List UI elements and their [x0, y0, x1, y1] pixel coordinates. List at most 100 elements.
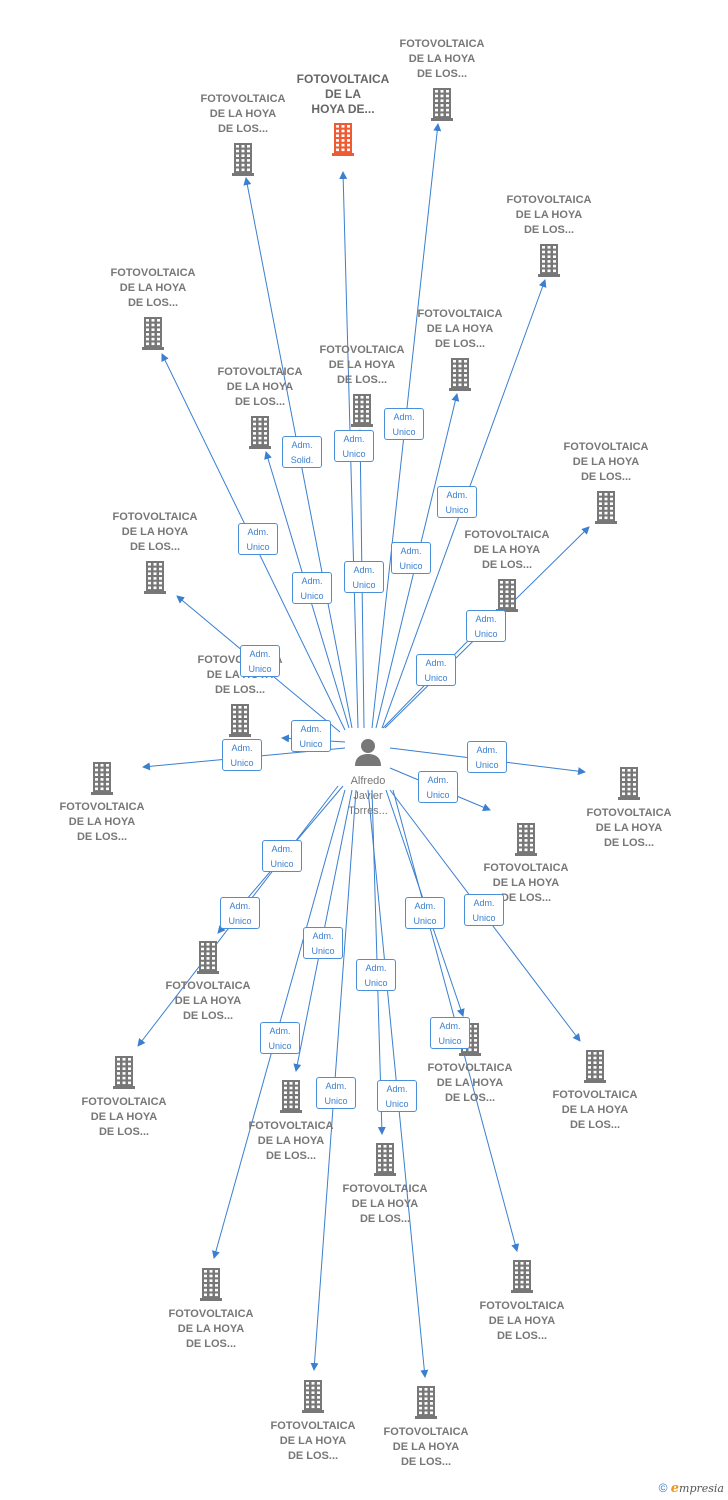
role-badge[interactable]: Adm.Unico	[240, 645, 280, 677]
building-icon[interactable]	[595, 490, 617, 529]
building-icon[interactable]	[249, 415, 271, 454]
role-badge[interactable]: Adm.Unico	[430, 1017, 470, 1049]
role-badge-line: Unico	[445, 505, 469, 515]
company-label-line: DE LOS...	[265, 1150, 317, 1162]
building-icon[interactable]	[415, 1385, 437, 1424]
role-badge[interactable]: Adm.Unico	[437, 486, 477, 518]
role-badge-line: Adm.	[475, 614, 497, 624]
role-badge[interactable]: Adm.Unico	[356, 959, 396, 991]
role-badge[interactable]: Adm.Unico	[344, 561, 384, 593]
role-badge[interactable]: Adm.Unico	[238, 523, 278, 555]
role-badge[interactable]: Adm.Unico	[466, 610, 506, 642]
role-badge[interactable]: Adm.Unico	[291, 720, 331, 752]
role-badge[interactable]: Adm.Unico	[416, 654, 456, 686]
role-badge-line: Unico	[246, 542, 270, 552]
company-label-line: DE LOS...	[523, 224, 575, 236]
company-label-line: DE LA HOYA	[492, 877, 560, 889]
role-badge-line: Solid.	[290, 455, 314, 465]
building-icon[interactable]	[113, 1055, 135, 1094]
building-icon[interactable]	[200, 1267, 222, 1306]
company-label-line: DE LA HOYA	[177, 1323, 245, 1335]
building-icon[interactable]	[374, 1142, 396, 1181]
role-badge[interactable]: Adm.Unico	[418, 771, 458, 803]
building-icon[interactable]	[511, 1259, 533, 1298]
company-label-line: DE LOS...	[98, 1126, 150, 1138]
building-icon[interactable]	[302, 1379, 324, 1418]
company-label-line: FOTOVOLTAICA	[296, 72, 390, 86]
building-icon[interactable]	[584, 1049, 606, 1088]
company-label-line: DE LOS...	[336, 374, 388, 386]
role-badge[interactable]: Adm.Unico	[334, 430, 374, 462]
building-icon[interactable]	[232, 142, 254, 181]
role-badge[interactable]: Adm.Unico	[464, 894, 504, 926]
company-label-line: DE LOS...	[434, 338, 486, 350]
building-icon[interactable]	[144, 560, 166, 599]
role-badge[interactable]: Adm.Unico	[303, 927, 343, 959]
role-badge-line: Adm.	[343, 434, 365, 444]
role-badge[interactable]: Adm.Unico	[220, 897, 260, 929]
building-icon[interactable]	[351, 393, 373, 432]
building-icon[interactable]	[229, 703, 251, 742]
company-label-line: DE LA HOYA	[121, 526, 189, 538]
brand-logo[interactable]: empresia	[671, 1481, 724, 1496]
role-badge[interactable]: Adm.Unico	[292, 572, 332, 604]
role-badge[interactable]: Adm.Unico	[262, 840, 302, 872]
role-badge-line: Adm.	[325, 1081, 347, 1091]
role-badge[interactable]: Adm.Unico	[222, 739, 262, 771]
role-badge-line: Adm.	[476, 745, 498, 755]
building-icon[interactable]	[142, 316, 164, 355]
building-icon[interactable]	[538, 243, 560, 282]
building-icon[interactable]	[431, 87, 453, 126]
building-icon[interactable]	[618, 766, 640, 805]
person-name[interactable]: Alfredo Javier Torres...	[328, 774, 408, 819]
company-label-line: DE LA HOYA	[572, 456, 640, 468]
company-label-line: FOTOVOLTAICA	[427, 1062, 513, 1074]
building-icon[interactable]	[332, 122, 354, 161]
role-badge-line: Unico	[300, 591, 324, 601]
building-icon[interactable]	[496, 578, 518, 617]
role-badge[interactable]: Adm.Unico	[316, 1077, 356, 1109]
role-badge[interactable]: Adm.Unico	[467, 741, 507, 773]
building-icon[interactable]	[280, 1079, 302, 1118]
role-badge[interactable]: Adm.Unico	[384, 408, 424, 440]
role-badge-line: Unico	[311, 946, 335, 956]
building-icon[interactable]	[91, 761, 113, 800]
role-badge[interactable]: Adm.Solid.	[282, 436, 322, 468]
role-badge[interactable]: Adm.Unico	[405, 897, 445, 929]
building-icon[interactable]	[449, 357, 471, 396]
person-icon[interactable]	[352, 736, 384, 773]
role-badge[interactable]: Adm.Unico	[377, 1080, 417, 1112]
company-label-line: DE LOS...	[444, 1092, 496, 1104]
role-badge[interactable]: Adm.Unico	[391, 542, 431, 574]
company-label-line: DE LOS...	[603, 837, 655, 849]
company-label-line: DE LA HOYA	[328, 359, 396, 371]
role-badge[interactable]: Adm.Unico	[260, 1022, 300, 1054]
company-label-line: DE LOS...	[182, 1010, 234, 1022]
building-icon[interactable]	[515, 822, 537, 861]
building-icon[interactable]	[197, 940, 219, 979]
